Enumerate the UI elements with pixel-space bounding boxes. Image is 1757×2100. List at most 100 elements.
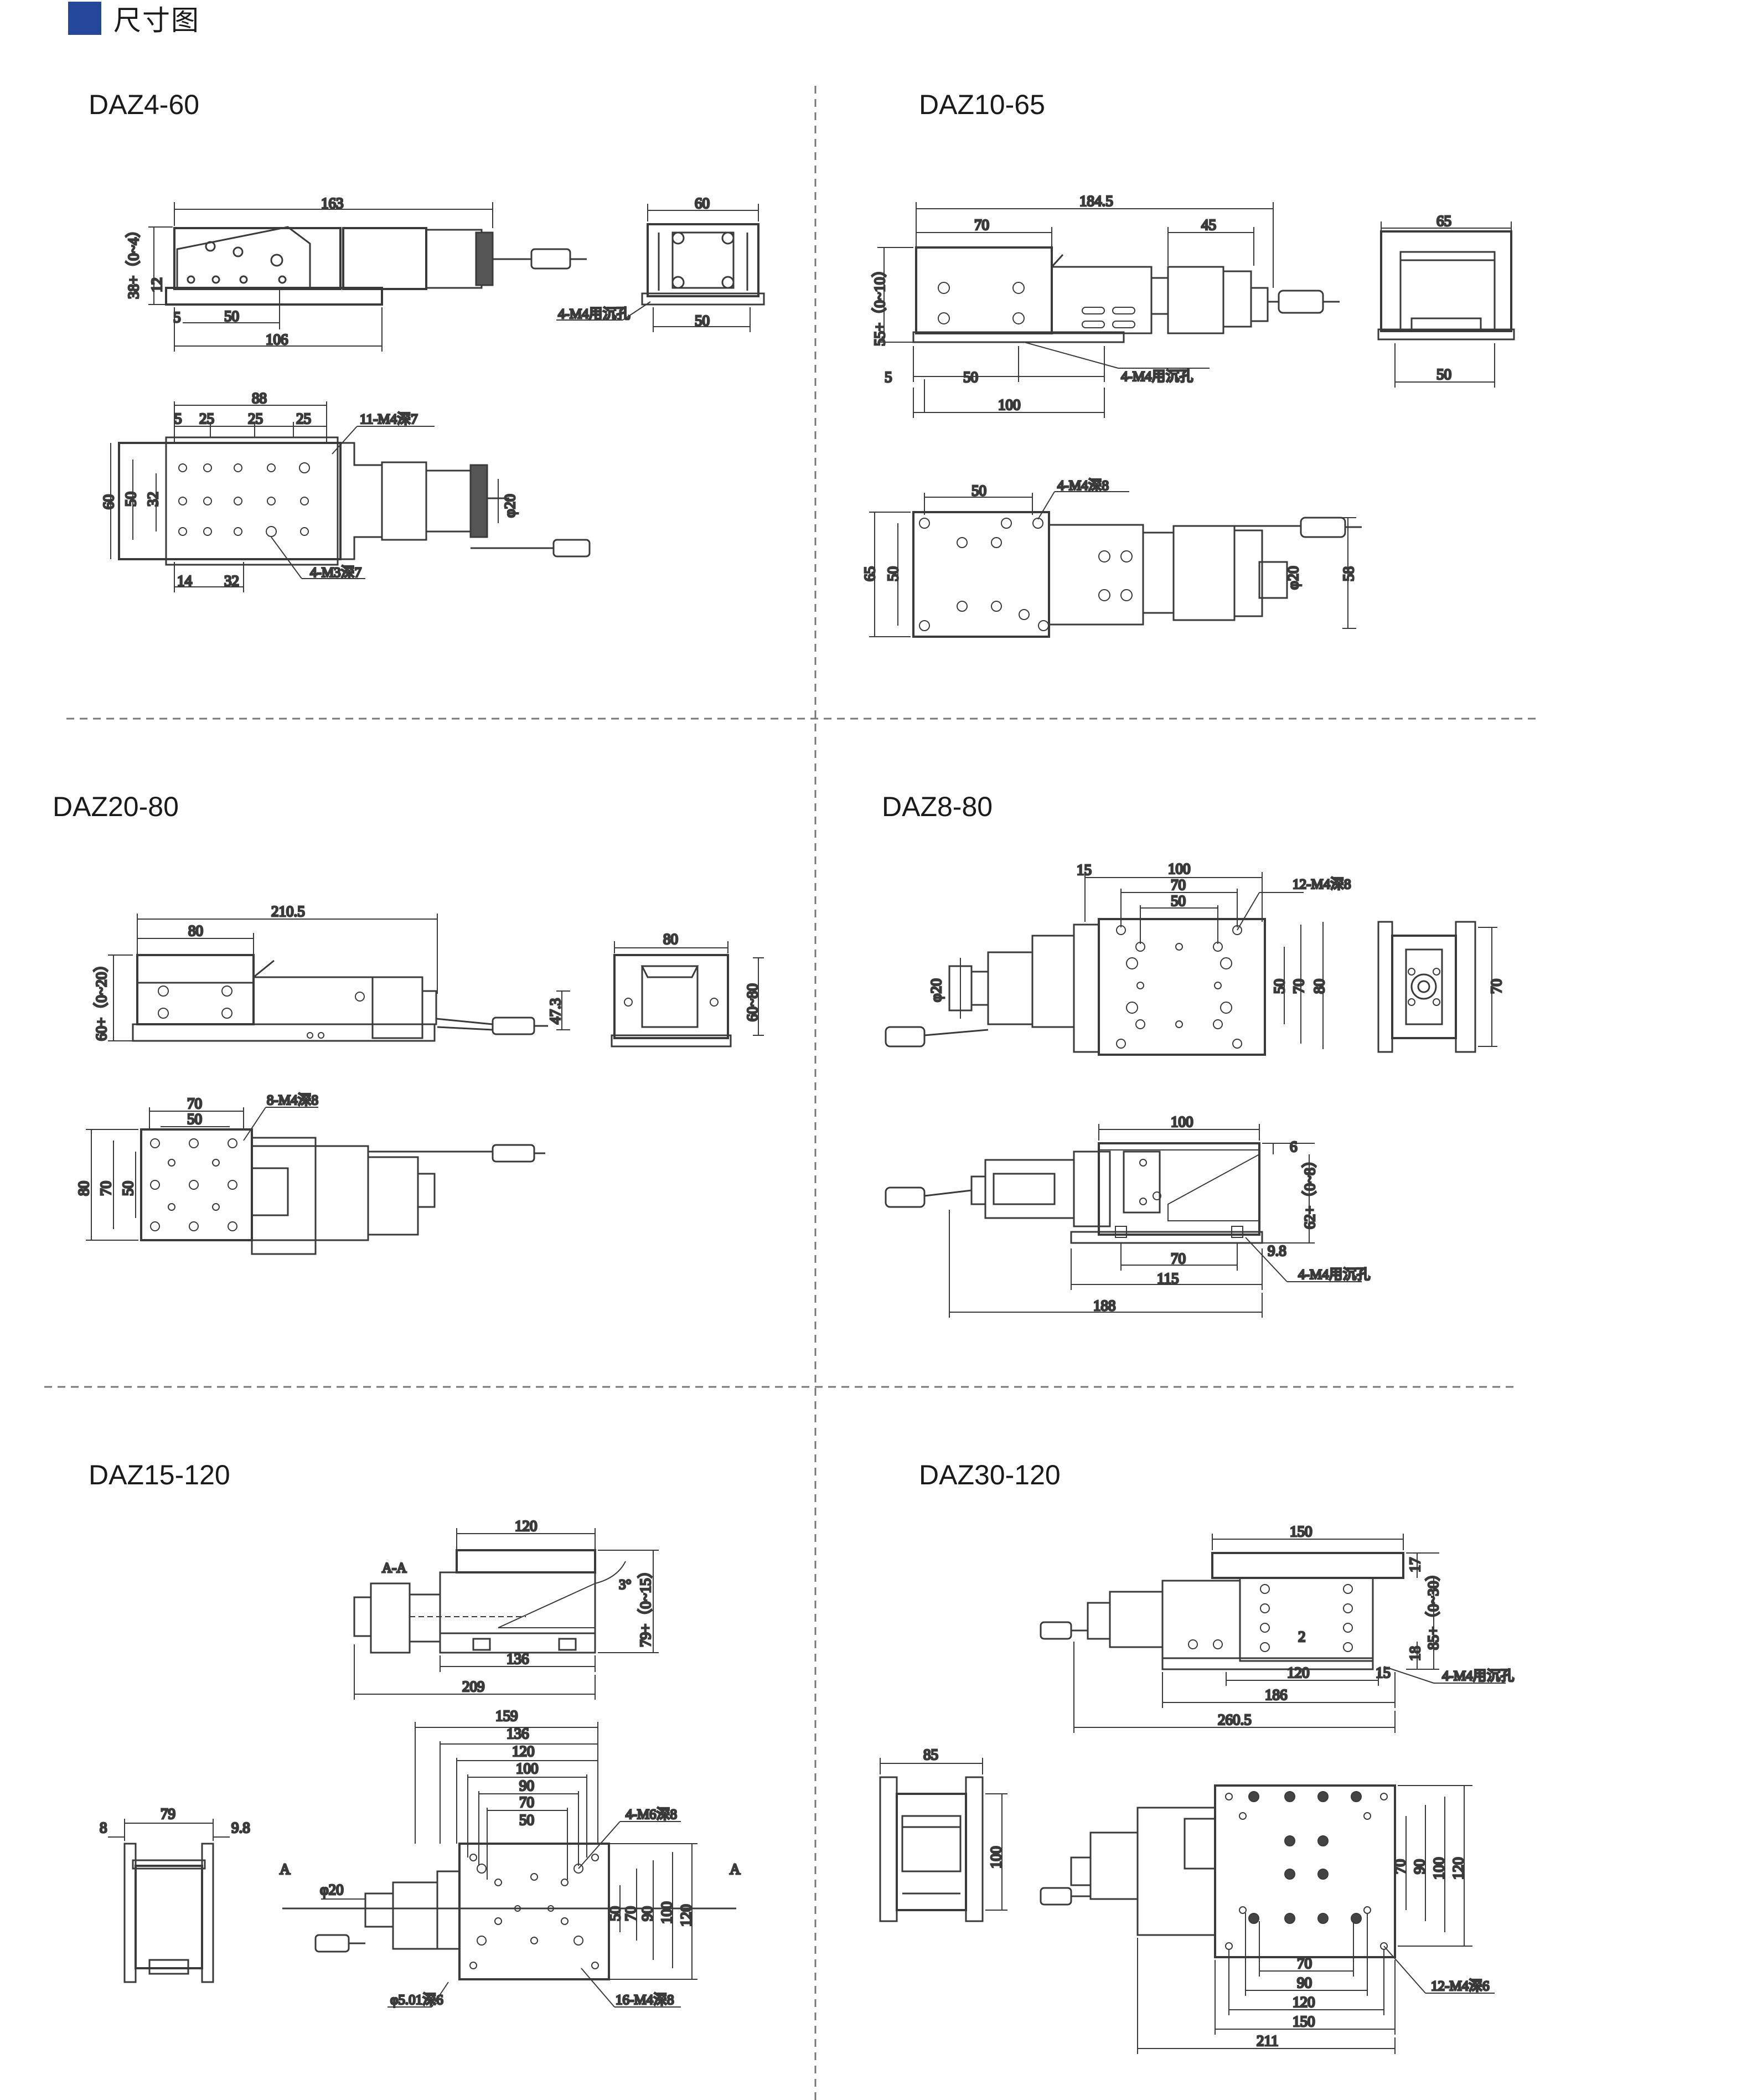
top-dim-50: 50 (971, 482, 986, 499)
daz4-60-front-dims (148, 202, 493, 352)
drawing-daz20-80: 210.5 80 60+（0~20） 47.3 80 60~80 (75, 902, 764, 1255)
dim-50: 50 (963, 369, 978, 385)
model-title-daz10-65: DAZ10-65 (919, 89, 1045, 120)
note-11-m4: 11-M4深7 (360, 411, 418, 427)
top-dim-phi20: φ20 (1285, 566, 1301, 590)
daz8-80-end-view (1377, 921, 1476, 1053)
sec-dim-209: 209 (462, 1678, 485, 1695)
daz4-60-side-dims (556, 204, 759, 332)
top-dim-25a: 25 (199, 410, 214, 427)
section-mark-a-right: A (730, 1861, 741, 1877)
top-dim-v50: 50 (120, 1181, 136, 1196)
dim-38-travel: 38+（0~4） (125, 223, 142, 299)
dim-17: 17 (1407, 1557, 1423, 1572)
side-dim-80: 80 (663, 931, 678, 947)
top-dim-90: 90 (519, 1777, 534, 1794)
top-dim-v120: 120 (678, 1905, 694, 1927)
dim-186: 186 (1265, 1686, 1288, 1703)
daz30-120-front-dims (1073, 1534, 1506, 1733)
note-counterbore: 4-M4用沉孔 (1298, 1267, 1371, 1282)
drawing-daz10-65: 184.5 70 45 55+（0~10） 5 50 100 4-M4用沉孔 6… (861, 192, 1515, 638)
top-dim-v58: 58 (1340, 566, 1357, 581)
daz30-120-top-dims (1137, 1785, 1495, 2054)
dim-210-5: 210.5 (271, 903, 305, 920)
top-dim-phi20: φ20 (320, 1881, 344, 1898)
drawing-daz15-120: 120 A-A 3° 79+（0~15） 136 209 (99, 1517, 742, 2009)
top-dim-32: 32 (224, 572, 239, 589)
note-4-m4: 4-M4深8 (1057, 478, 1109, 493)
side-dim-50: 50 (1436, 366, 1451, 383)
dim-v80: 80 (1311, 979, 1327, 994)
top-dim-14: 14 (177, 572, 193, 589)
daz20-80-side-dims (614, 941, 764, 1036)
note-16-m4: 16-M4深8 (616, 1992, 674, 2008)
daz20-80-top-dims (86, 1107, 318, 1241)
dim-120: 120 (1287, 1664, 1310, 1681)
dim-150: 150 (1290, 1523, 1312, 1540)
top-dim-5: 5 (174, 410, 182, 427)
dim-50: 50 (1171, 892, 1186, 909)
note-counterbore: 4-M4用沉孔 (1121, 369, 1193, 384)
top-dim-v32: 32 (144, 492, 161, 507)
model-title-daz30-120: DAZ30-120 (919, 1459, 1061, 1490)
dim-163: 163 (321, 195, 344, 211)
side-dim-60: 60 (695, 195, 710, 211)
drawing-daz8-80: 15 100 70 50 12-M4深8 φ20 50 70 80 70 (885, 860, 1506, 1318)
side-dim-62-travel: 62+（0~8） (1301, 1153, 1318, 1229)
dim-v50: 50 (1271, 979, 1288, 994)
top-dim-v70: 70 (97, 1181, 114, 1196)
top-dim-v50: 50 (122, 492, 139, 507)
daz15-120-top-dims (321, 1722, 697, 2008)
note-counterbore: 4-M4用沉孔 (558, 306, 631, 322)
daz30-120-top-view (1040, 1784, 1396, 1958)
top-dim-136: 136 (507, 1725, 529, 1742)
side-dim-70: 70 (1171, 1250, 1186, 1267)
daz15-120-section-view (353, 1549, 596, 1654)
daz15-120-end-view (123, 1843, 214, 1983)
dim-70: 70 (974, 216, 989, 233)
daz20-80-side-view (611, 954, 732, 1048)
dim-12: 12 (148, 277, 165, 292)
section-mark-a-left: A (280, 1861, 291, 1877)
top-dim-50: 50 (187, 1111, 202, 1127)
daz4-60-front-view (165, 226, 587, 306)
end-dim-70: 70 (1488, 979, 1505, 994)
end-dim-79: 79 (161, 1805, 175, 1822)
panel-dividers (44, 86, 1539, 2100)
top-dim-v65: 65 (861, 566, 878, 581)
end-dim-9-8: 9.8 (231, 1819, 250, 1836)
model-title-daz15-120: DAZ15-120 (89, 1459, 230, 1490)
dim-15: 15 (1077, 861, 1092, 878)
daz20-80-front-dims (108, 914, 570, 1041)
top-dim-90: 90 (1297, 1974, 1312, 1991)
dim-70: 70 (1171, 876, 1186, 893)
daz20-80-front-view (132, 954, 548, 1042)
note-12-m4: 12-M4深8 (1293, 876, 1351, 892)
side-dim-188: 188 (1093, 1297, 1116, 1314)
model-title-daz8-80: DAZ8-80 (882, 791, 993, 822)
dim-phi20: φ20 (928, 978, 944, 1002)
dim-50: 50 (224, 308, 239, 324)
daz30-120-end-view (879, 1776, 984, 1922)
daz15-120-section-dims (354, 1528, 659, 1700)
sec-dim-79-travel: 79+（0~15） (637, 1564, 654, 1647)
note-4-m6: 4-M6深8 (626, 1807, 677, 1822)
top-dim-v60: 60 (100, 494, 117, 509)
side-dim-65: 65 (1436, 213, 1451, 229)
note-counterbore: 4-M4用沉孔 (1442, 1668, 1515, 1684)
model-title-daz20-80: DAZ20-80 (53, 791, 179, 822)
top-dim-159: 159 (495, 1707, 518, 1724)
top-dim-211: 211 (1257, 2032, 1279, 2049)
sec-dim-136: 136 (507, 1650, 529, 1667)
dim-60-travel: 60+（0~20） (93, 957, 110, 1041)
top-dim-25b: 25 (248, 410, 263, 427)
daz4-60-top-view (118, 436, 591, 566)
dim-55-travel: 55+（0~10） (871, 262, 888, 346)
top-dim-100: 100 (516, 1760, 539, 1777)
daz10-65-side-view (1377, 230, 1515, 340)
top-dim-50: 50 (519, 1812, 534, 1828)
daz8-80-top-view (885, 918, 1266, 1056)
dim-5: 5 (173, 309, 181, 326)
dim-2: 2 (1298, 1628, 1306, 1645)
